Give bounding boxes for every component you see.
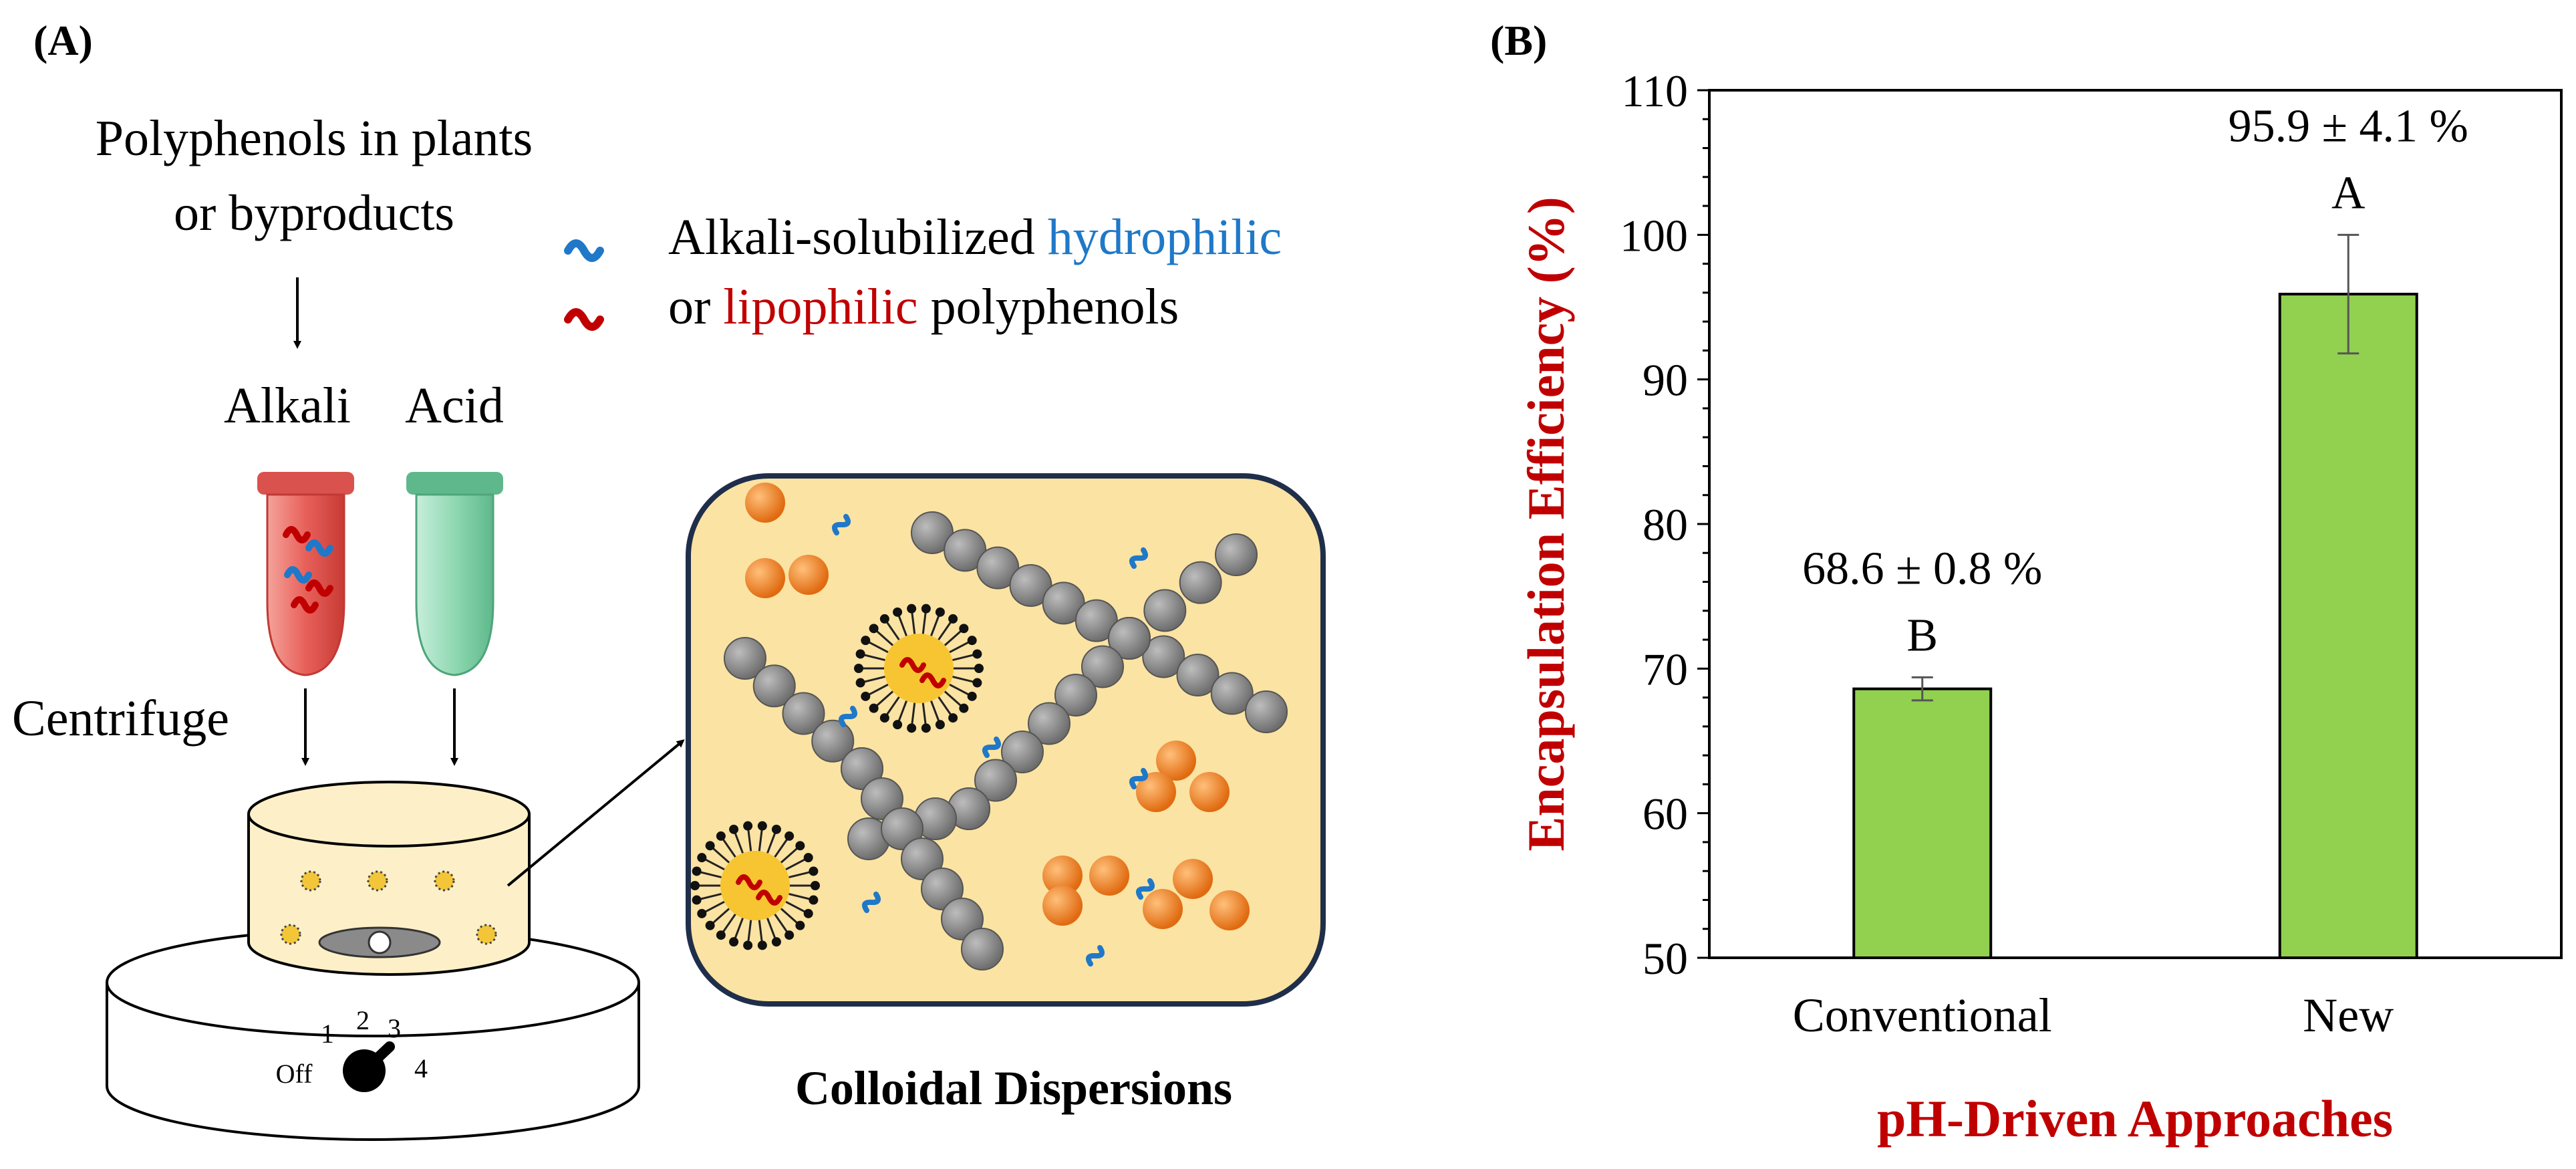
legend-line2: or lipophilic polyphenols xyxy=(668,279,1179,335)
source-text-line2: or byproducts xyxy=(174,185,454,241)
bar-new xyxy=(2278,293,2418,959)
x-axis: Conventional New xyxy=(1793,989,2394,1042)
protein-chains xyxy=(724,511,1288,970)
legend-hydrophilic-word: hydrophilic xyxy=(1048,209,1282,265)
alkali-label: Alkali xyxy=(224,378,351,434)
hydrophilic-polyphenol-icon xyxy=(982,736,1002,759)
protein-particle-icon xyxy=(1176,654,1220,696)
alkali-tube xyxy=(257,472,354,676)
legend-line2-suffix: polyphenols xyxy=(918,279,1179,335)
micelle-icon xyxy=(854,604,984,733)
hydrophilic-polyphenol-icon xyxy=(861,891,881,914)
hydrophilic-polyphenol-icon xyxy=(1129,767,1149,790)
dial-label-2: 2 xyxy=(356,1005,370,1035)
particle-cluster-icon xyxy=(1143,859,1250,930)
centrifuge-label: Centrifuge xyxy=(12,690,229,747)
protein-particle-icon xyxy=(1054,674,1097,717)
protein-particle-icon xyxy=(1028,702,1070,745)
hydrophilic-polyphenol-icon xyxy=(1129,547,1149,569)
arrow-to-inset xyxy=(507,739,685,887)
bar-conventional xyxy=(1852,687,1993,959)
protein-particle-icon xyxy=(1210,672,1254,715)
protein-particle-icon xyxy=(881,807,923,850)
bars: B 68.6 ± 0.8 % A 95.9 ± 4.1 % xyxy=(1802,100,2468,959)
protein-particle-icon xyxy=(1245,690,1288,733)
source-text-line1: Polyphenols in plants xyxy=(96,110,533,166)
micelle-icon xyxy=(690,821,820,950)
panel-b-label: (B) xyxy=(1490,17,1547,64)
y-axis-title: Encapsulation Efficiency (%) xyxy=(1517,197,1575,851)
y-tick-label: 100 xyxy=(1620,210,1688,261)
acid-tube xyxy=(406,472,503,676)
hydrophilic-polyphenol-icon xyxy=(838,705,858,728)
panel-b: (B) 50 60 70 80 90 100 110 B 68.6 ± 0.8 % A 95.9 … xyxy=(1490,17,2563,1148)
protein-particle-icon xyxy=(921,868,964,910)
centrifuge-cup xyxy=(247,781,531,976)
polyphenol-legend: Alkali-solubilized hydrophilic or lipoph… xyxy=(564,209,1282,335)
hydrophilic-polyphenol-icon xyxy=(1085,944,1105,967)
hydrophilic-polyphenol-icon xyxy=(1135,878,1155,900)
protein-particle-icon xyxy=(1001,731,1044,773)
alkali-tube-polyphenols-icon xyxy=(283,526,333,614)
inset-caption: Colloidal Dispersions xyxy=(795,1061,1232,1115)
stir-bar-icon xyxy=(318,926,441,958)
protein-particle-icon xyxy=(1142,635,1185,678)
dispersion-inset xyxy=(686,473,1326,1007)
y-tick-label: 50 xyxy=(1642,933,1688,984)
x-tick-label: Conventional xyxy=(1793,989,2052,1042)
protein-particle-icon xyxy=(841,747,883,790)
protein-particle-icon xyxy=(1179,561,1222,604)
acid-label: Acid xyxy=(405,378,504,434)
dial-label-4: 4 xyxy=(414,1053,428,1083)
protein-particle-icon xyxy=(811,719,855,763)
hydrophilic-polyphenol-icon xyxy=(831,513,851,536)
protein-particle-icon xyxy=(1215,533,1258,576)
protein-particle-icon xyxy=(941,898,984,940)
y-tick-label: 90 xyxy=(1642,355,1688,406)
legend-line1-prefix: Alkali-solubilized xyxy=(668,209,1048,265)
panel-a-label: (A) xyxy=(33,17,93,64)
protein-particle-icon xyxy=(901,837,944,880)
x-axis-title: pH-Driven Approaches xyxy=(1877,1089,2393,1148)
protein-particle-icon xyxy=(974,759,1017,802)
value-label: 95.9 ± 4.1 % xyxy=(2229,100,2468,152)
panel-a: (A) Polyphenols in plants or byproducts … xyxy=(12,17,1326,1141)
protein-particle-icon xyxy=(782,692,825,735)
hydrophilic-squiggle-icon xyxy=(564,239,604,262)
free-polyphenols xyxy=(831,513,1155,967)
bar-chart: 50 60 70 80 90 100 110 B 68.6 ± 0.8 % A 95.9 ± 4.… xyxy=(1620,66,2563,1042)
significance-letter: A xyxy=(2331,167,2366,219)
y-axis: 50 60 70 80 90 100 110 xyxy=(1620,66,1709,984)
particle-cluster-icon xyxy=(1042,856,1129,926)
speed-dial: 1 2 3 4 Off xyxy=(276,1005,428,1092)
particle-cluster-icon xyxy=(1136,741,1230,812)
micelles xyxy=(690,604,984,950)
x-tick-label: New xyxy=(2303,989,2394,1042)
lipophilic-squiggle-icon xyxy=(564,308,604,331)
protein-particle-icon xyxy=(1081,645,1124,688)
legend-line1: Alkali-solubilized hydrophilic xyxy=(668,209,1282,265)
protein-particle-icon xyxy=(1143,589,1187,632)
dial-label-off: Off xyxy=(276,1059,313,1089)
particle-clusters xyxy=(745,483,1250,930)
significance-letter: B xyxy=(1906,610,1938,661)
y-tick-label: 110 xyxy=(1622,66,1688,116)
dial-label-1: 1 xyxy=(321,1019,334,1049)
legend-line2-prefix: or xyxy=(668,279,723,335)
plot-area-frame xyxy=(1708,89,2563,959)
protein-particle-icon xyxy=(752,664,796,708)
dial-label-3: 3 xyxy=(388,1013,401,1043)
particle-cluster-icon xyxy=(745,483,829,598)
y-tick-label: 60 xyxy=(1642,789,1688,839)
legend-lipophilic-word: lipophilic xyxy=(723,279,917,335)
value-label: 68.6 ± 0.8 % xyxy=(1802,543,2042,594)
y-tick-label: 80 xyxy=(1642,499,1688,550)
protein-particle-icon xyxy=(1108,617,1151,660)
protein-particle-icon xyxy=(961,928,1004,970)
y-tick-label: 70 xyxy=(1642,644,1688,694)
protein-particle-icon xyxy=(861,777,903,820)
cup-micelles-icon xyxy=(280,870,497,945)
protein-particle-icon xyxy=(724,637,766,680)
